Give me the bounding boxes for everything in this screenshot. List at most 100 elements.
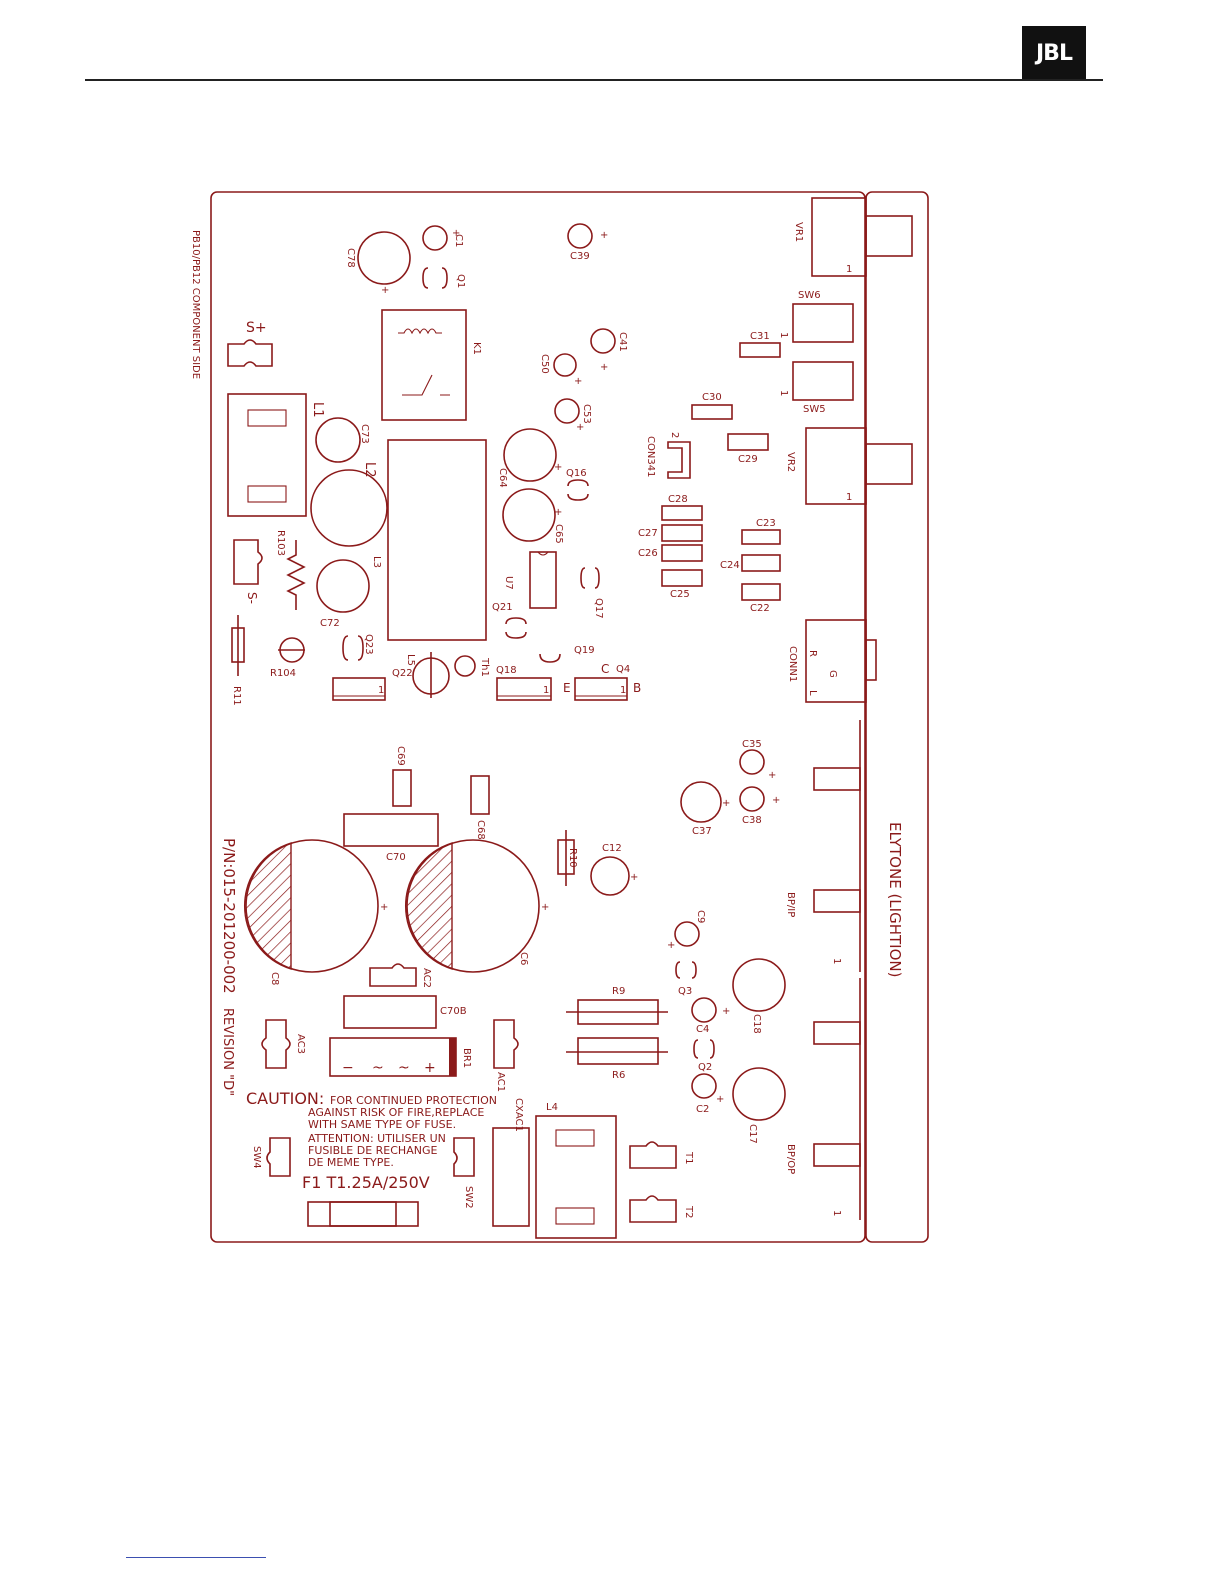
inductor-l1-coil-b xyxy=(247,485,287,503)
cap-c18 xyxy=(732,958,786,1012)
caution-line-3: WITH SAME TYPE OF FUSE. xyxy=(308,1118,456,1131)
cap-c27 xyxy=(661,524,703,542)
terminal-ac1 xyxy=(493,1019,519,1069)
label-q16: Q16 xyxy=(566,468,587,479)
transistor-q23 xyxy=(342,635,364,661)
cap-c29 xyxy=(727,433,769,451)
transistor-q16 xyxy=(567,479,589,501)
caution-line-2: AGAINST RISK OF FIRE,REPLACE xyxy=(308,1106,484,1119)
label-q22: Q22 xyxy=(392,668,413,679)
label-sw4: SW4 xyxy=(251,1146,262,1169)
label-c78: C78 xyxy=(345,248,356,268)
plus-c4: + xyxy=(722,1006,730,1017)
label-th1: Th1 xyxy=(479,657,490,677)
cap-c25 xyxy=(661,569,703,587)
cap-c17 xyxy=(732,1067,786,1121)
plus-c1: + xyxy=(452,228,460,239)
label-q21: Q21 xyxy=(492,602,513,613)
label-b: B xyxy=(633,681,641,695)
cap-c1 xyxy=(422,225,448,251)
label-r10: R10 xyxy=(567,848,578,868)
label-c38: C38 xyxy=(742,815,762,826)
label-sw5: SW5 xyxy=(803,404,826,415)
cap-c4 xyxy=(691,997,717,1023)
br1-minus: − xyxy=(342,1060,354,1076)
br1-ac-b: ~ xyxy=(398,1060,410,1076)
transistor-q19 xyxy=(539,653,561,663)
connector-a xyxy=(332,677,386,701)
relay-k1 xyxy=(381,309,467,421)
label-r11: R11 xyxy=(231,686,242,706)
fuse-f1 xyxy=(307,1201,419,1227)
label-s-plus: S+ xyxy=(246,320,267,336)
plus-c53: + xyxy=(576,422,584,433)
label-conn1: CONN1 xyxy=(787,646,798,682)
attention-line-2: FUSIBLE DE RECHANGE xyxy=(308,1144,437,1157)
label-q17: Q17 xyxy=(593,598,604,619)
plus-c8: + xyxy=(380,902,388,913)
label-r6: R6 xyxy=(612,1070,625,1081)
switch-sw5 xyxy=(792,361,854,401)
label-c72: C72 xyxy=(320,618,340,629)
cap-c53 xyxy=(554,398,580,424)
cap-c6-polarity xyxy=(405,842,453,970)
label-vr2: VR2 xyxy=(785,452,796,472)
label-q19: Q19 xyxy=(574,645,595,656)
switch-sw6 xyxy=(792,303,854,343)
terminal-ac3 xyxy=(261,1019,291,1069)
label-c70b: C70B xyxy=(440,1006,467,1017)
resistor-r11 xyxy=(231,627,245,663)
cap-c8-polarity xyxy=(244,842,292,970)
resistor-r9 xyxy=(577,999,659,1025)
pin1-q4: 1 xyxy=(620,685,626,696)
pad-bpip-a xyxy=(813,767,861,791)
cap-c70 xyxy=(343,813,439,847)
fuse-rating: F1 T1.25A/250V xyxy=(302,1173,430,1192)
transistor-q18 xyxy=(496,677,552,701)
label-ac1: AC1 xyxy=(495,1072,506,1092)
pin1-bpop: 1 xyxy=(831,1210,842,1216)
label-c70: C70 xyxy=(386,852,406,863)
cap-c9 xyxy=(674,921,700,947)
label-s-minus: S- xyxy=(245,592,259,604)
cap-c78 xyxy=(357,231,411,285)
transistor-q4 xyxy=(574,677,628,701)
label-ac2: AC2 xyxy=(421,968,432,988)
cap-c41 xyxy=(590,328,616,354)
cap-c2 xyxy=(691,1073,717,1099)
label-c9: C9 xyxy=(695,910,706,923)
plus-c6: + xyxy=(541,902,549,913)
label-q2: Q2 xyxy=(698,1062,712,1073)
label-c50: C50 xyxy=(539,354,550,374)
label-l2: L2 xyxy=(362,462,377,478)
label-c53: C53 xyxy=(581,404,592,424)
plus-c12: + xyxy=(630,872,638,883)
cap-c73 xyxy=(315,417,361,463)
pot-vr2 xyxy=(805,427,867,505)
label-l3: L3 xyxy=(371,556,382,568)
label-k1: K1 xyxy=(471,342,482,355)
cap-c31 xyxy=(739,342,781,358)
thermistor-th1 xyxy=(454,655,476,677)
cap-c22 xyxy=(741,583,781,601)
pin1-connector-a: 1 xyxy=(378,685,384,696)
pin2-con341: 2 xyxy=(669,432,680,438)
label-l1: L1 xyxy=(310,402,325,418)
label-cxac1: CXAC1 xyxy=(513,1098,524,1132)
label-c30: C30 xyxy=(702,392,722,403)
inductor-l4 xyxy=(535,1115,617,1239)
pin1-bpip: 1 xyxy=(831,958,842,964)
label-c26: C26 xyxy=(638,548,658,559)
br1-plus: + xyxy=(424,1060,436,1076)
cap-c38 xyxy=(739,786,765,812)
inductor-l4-coil-a xyxy=(555,1129,595,1147)
label-q18: Q18 xyxy=(496,665,517,676)
plus-c37: + xyxy=(722,798,730,809)
label-c41: C41 xyxy=(617,332,628,352)
cap-c70b xyxy=(343,995,437,1029)
label-c29: C29 xyxy=(738,454,758,465)
cap-c26 xyxy=(661,544,703,562)
side-title: PB10/PB12 COMPONENT SIDE xyxy=(190,230,201,379)
header-rule xyxy=(85,79,1103,81)
